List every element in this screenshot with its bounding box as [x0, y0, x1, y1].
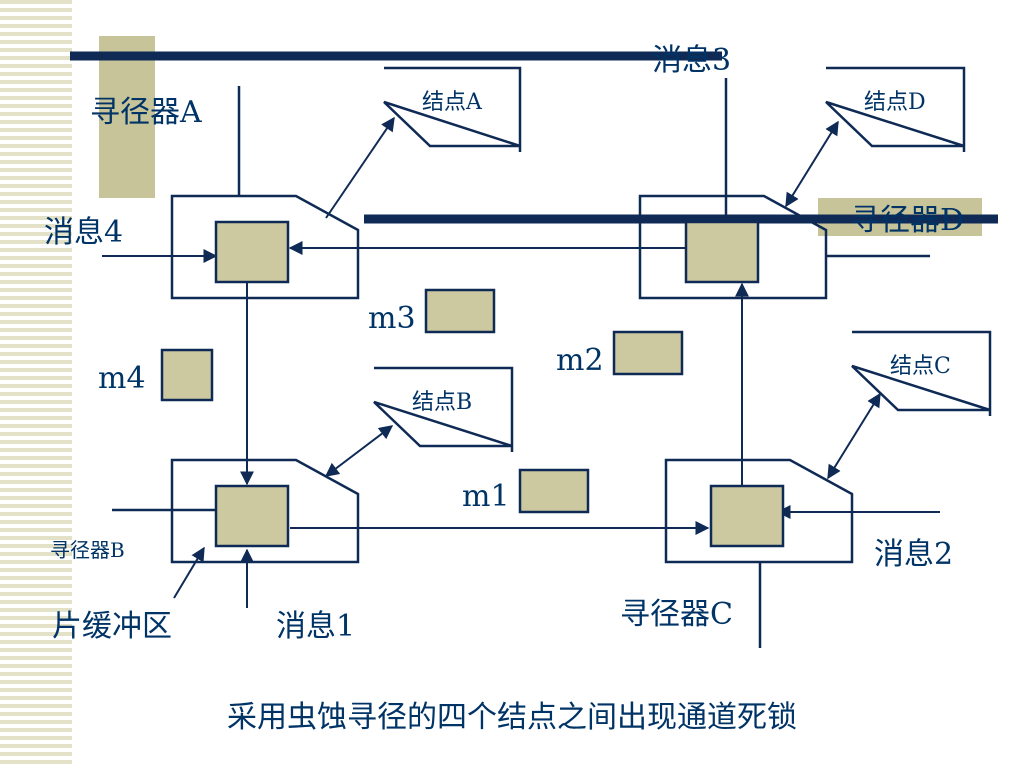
figure-caption: 采用虫蚀寻径的四个结点之间出现通道死锁: [227, 700, 797, 735]
router-d-label: 寻径器D: [850, 203, 965, 238]
message-4-label: 消息4: [44, 215, 124, 250]
message-1-label: 消息1: [276, 609, 356, 644]
flit-buffer-label: 片缓冲区: [52, 609, 172, 644]
flit-m4: [160, 348, 214, 402]
flit-m3: [424, 288, 496, 334]
router-b-label: 寻径器B: [50, 538, 125, 562]
message-3-label: 消息3: [652, 43, 732, 78]
accent-block-vertical: [99, 36, 155, 198]
node-b: [373, 366, 514, 452]
node-d: [825, 66, 966, 152]
router-a-outline: [170, 194, 360, 300]
m2-label: m2: [556, 343, 604, 378]
flit-m1: [518, 468, 590, 514]
router-a-flit-buffer: [214, 220, 290, 284]
node-a: [383, 66, 522, 152]
m3-label: m3: [368, 301, 416, 336]
router-d-outline: [638, 194, 828, 300]
channel-stubs: [112, 78, 930, 648]
flit-m2: [612, 330, 684, 376]
router-c-label: 寻径器C: [620, 597, 733, 632]
router-a-label: 寻径器A: [90, 95, 202, 130]
decorative-stripe-bar: [0, 0, 72, 768]
node-a-label: 结点A: [422, 90, 482, 115]
node-c: [851, 330, 992, 416]
node-d-label: 结点D: [864, 90, 926, 115]
message-2-label: 消息2: [874, 537, 954, 572]
router-b-flit-buffer: [214, 484, 290, 548]
node-b-label: 结点B: [412, 390, 473, 415]
channel-arrows: [102, 116, 940, 608]
router-c-outline: [664, 458, 854, 564]
m4-label: m4: [98, 361, 146, 396]
router-d-flit-buffer: [684, 220, 760, 284]
node-c-label: 结点C: [890, 354, 951, 379]
router-c-flit-buffer: [709, 484, 785, 548]
m1-label: m1: [462, 479, 510, 514]
